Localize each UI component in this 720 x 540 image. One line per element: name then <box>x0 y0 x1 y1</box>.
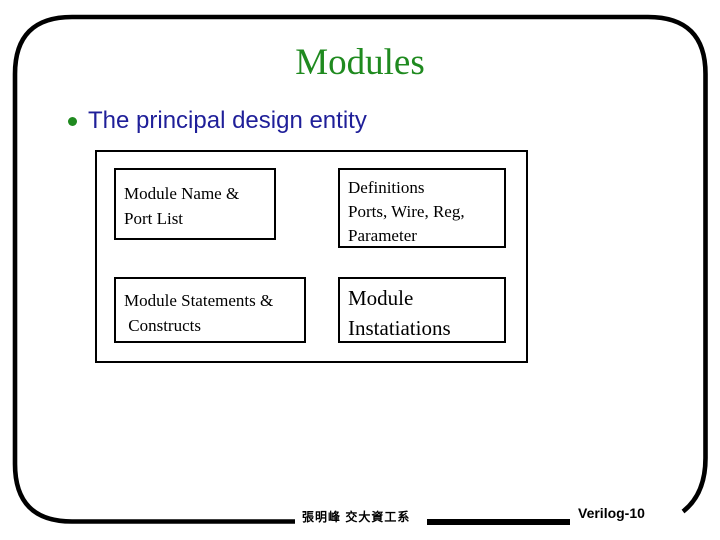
box-definitions: Definitions Ports, Wire, Reg, Parameter <box>338 168 506 248</box>
footer-divider-bar <box>427 519 570 525</box>
box-line: Module <box>348 286 414 310</box>
box-line: Port List <box>124 209 184 228</box>
bullet-icon <box>68 117 77 126</box>
box-line: Module Statements & <box>124 291 274 310</box>
box-line: Constructs <box>124 316 201 335</box>
box-line: Parameter <box>348 226 417 245</box>
box-module-instatiations: Module Instatiations <box>338 277 506 343</box>
box-line: Instatiations <box>348 316 451 340</box>
box-module-name-port-list: Module Name & Port List <box>114 168 276 240</box>
box-line: Ports, Wire, Reg, <box>348 202 465 221</box>
box-line: Module Name & <box>124 184 240 203</box>
footer-author: 張明峰 交大資工系 <box>302 510 411 524</box>
footer-page-label: Verilog-10 <box>578 505 645 521</box>
bullet-text: The principal design entity <box>88 107 367 134</box>
box-line: Definitions <box>348 178 425 197</box>
module-diagram-frame <box>95 150 528 363</box>
slide-title: Modules <box>295 42 425 83</box>
box-module-statements-constructs: Module Statements & Constructs <box>114 277 306 343</box>
